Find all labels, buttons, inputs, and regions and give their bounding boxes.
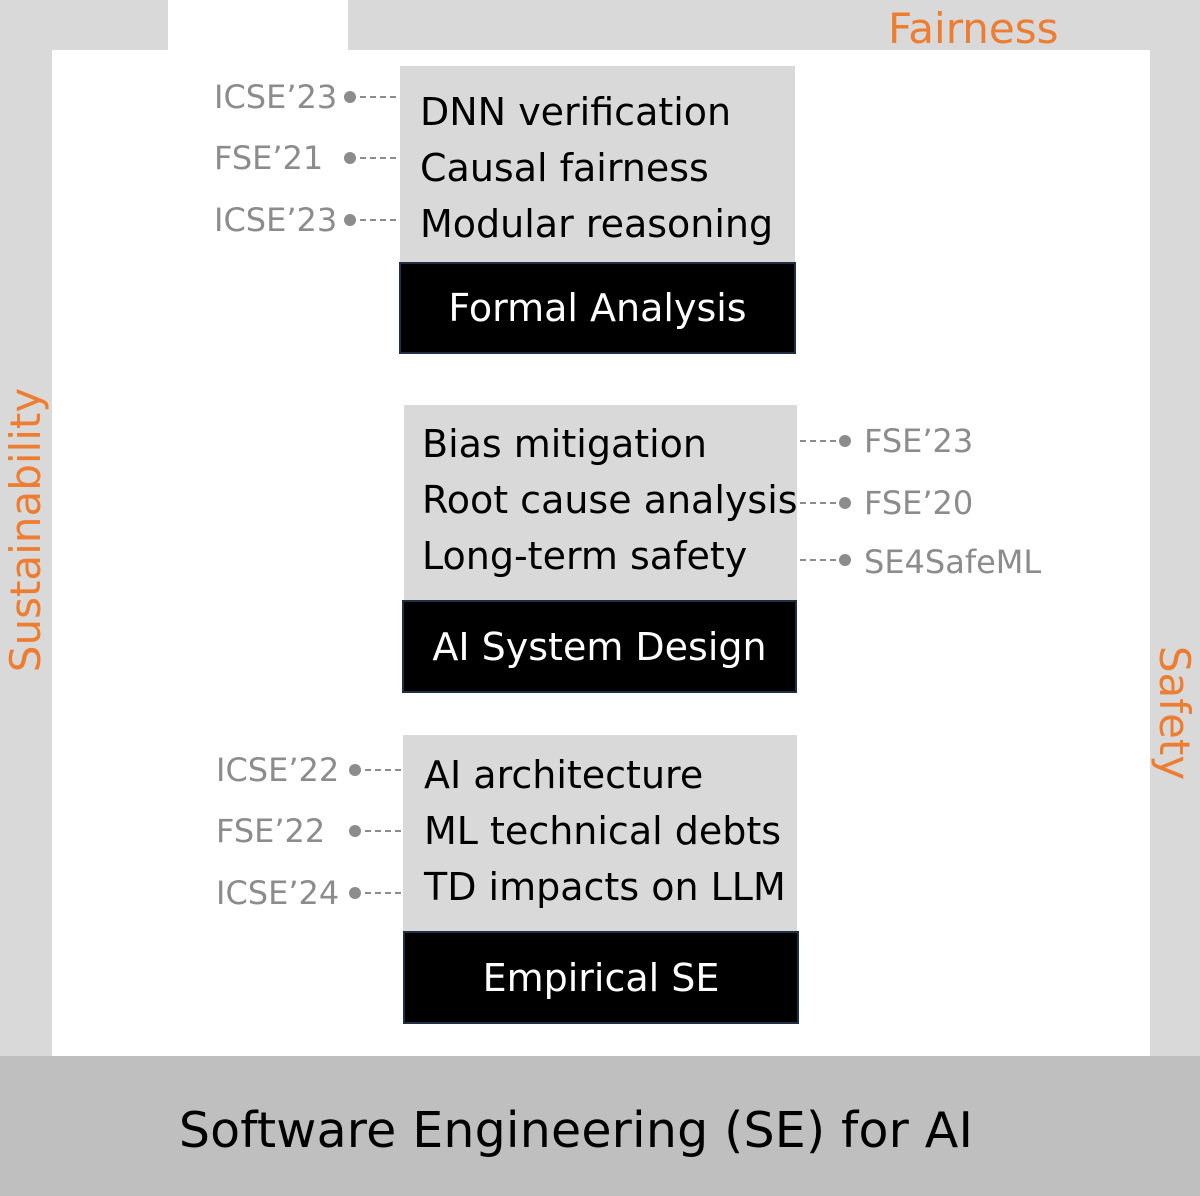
frame-right	[1150, 50, 1200, 1056]
topics-panel: DNN verification Causal fairness Modular…	[400, 66, 795, 262]
concern-sustainability: Sustainability	[1, 387, 50, 673]
concern-fairness: Fairness	[888, 4, 1059, 53]
foundation-bar: Software Engineering (SE) for AI	[0, 1056, 1200, 1196]
topic-item: TD impacts on LLM	[424, 865, 786, 909]
topic-item: Modular reasoning	[420, 202, 774, 246]
venue-label: ICSE’23	[214, 78, 338, 116]
connector-line	[360, 157, 396, 159]
topics-panel: Bias mitigation Root cause analysis Long…	[404, 405, 798, 601]
topic-item: ML technical debts	[424, 809, 782, 853]
connector-line	[365, 769, 401, 771]
connector-line	[365, 892, 401, 894]
venue-label: SE4SafeML	[864, 543, 1042, 581]
method-label: Empirical SE	[403, 931, 799, 1024]
connector-dot	[839, 554, 851, 566]
topic-item: Causal fairness	[420, 146, 709, 190]
venue-label: FSE’20	[864, 484, 974, 522]
connector-line	[800, 440, 836, 442]
connector-line	[365, 830, 401, 832]
topic-item: Long-term safety	[422, 534, 748, 578]
method-label: Formal Analysis	[399, 262, 796, 354]
venue-label: FSE’21	[214, 139, 324, 177]
connector-dot	[839, 497, 851, 509]
connector-line	[360, 219, 396, 221]
venue-label: ICSE’22	[216, 751, 340, 789]
venue-label: ICSE’24	[216, 874, 340, 912]
frame-left	[0, 50, 52, 1056]
topic-item: DNN verification	[420, 90, 732, 134]
concern-safety: Safety	[1150, 645, 1199, 781]
venue-label: FSE’23	[864, 422, 974, 460]
connector-dot	[349, 764, 361, 776]
topic-item: Bias mitigation	[422, 422, 708, 466]
venue-label: FSE’22	[216, 812, 326, 850]
frame-top-right	[348, 0, 1200, 50]
topics-panel: AI architecture ML technical debts TD im…	[403, 735, 797, 931]
connector-dot	[349, 887, 361, 899]
topic-item: AI architecture	[424, 753, 704, 797]
connector-dot	[349, 825, 361, 837]
connector-dot	[344, 91, 356, 103]
connector-line	[800, 502, 836, 504]
foundation-title: Software Engineering (SE) for AI	[178, 1101, 974, 1159]
topic-item: Root cause analysis	[422, 478, 798, 522]
method-label: AI System Design	[402, 600, 797, 693]
connector-line	[800, 559, 836, 561]
connector-dot	[344, 214, 356, 226]
connector-dot	[344, 152, 356, 164]
connector-dot	[839, 435, 851, 447]
venue-label: ICSE’23	[214, 201, 338, 239]
frame-top-left	[0, 0, 168, 50]
connector-line	[360, 96, 396, 98]
